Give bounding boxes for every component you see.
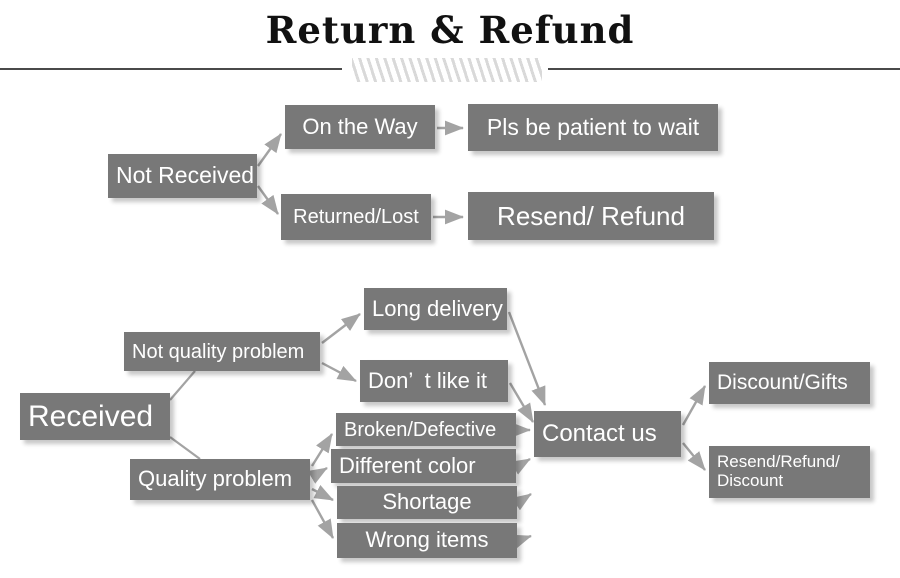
node-dont-like-it[interactable]: Don’ t like it — [360, 360, 508, 402]
page-title: Return & Refund — [265, 8, 635, 52]
divider-rule-right — [548, 68, 900, 70]
node-received[interactable]: Received — [20, 393, 170, 440]
node-not-quality-problem[interactable]: Not quality problem — [124, 332, 320, 371]
node-resend-refund-discount[interactable]: Resend/Refund/ Discount — [709, 446, 870, 498]
node-resend-refund[interactable]: Resend/ Refund — [468, 192, 714, 240]
node-wrong-items[interactable]: Wrong items — [337, 523, 517, 558]
hatched-divider-icon — [352, 58, 542, 82]
node-different-color[interactable]: Different color — [331, 449, 516, 483]
node-discount-gifts[interactable]: Discount/Gifts — [709, 362, 870, 404]
node-not-received[interactable]: Not Received — [108, 154, 257, 198]
node-on-the-way[interactable]: On the Way — [285, 105, 435, 149]
node-contact-us[interactable]: Contact us — [534, 411, 681, 457]
divider-rule-left — [0, 68, 342, 70]
node-broken-defective[interactable]: Broken/Defective — [336, 413, 516, 446]
node-returned-lost[interactable]: Returned/Lost — [281, 194, 431, 240]
header-divider — [0, 58, 900, 82]
node-pls-be-patient[interactable]: Pls be patient to wait — [468, 104, 718, 151]
node-shortage[interactable]: Shortage — [337, 486, 517, 519]
node-long-delivery[interactable]: Long delivery — [364, 288, 507, 330]
node-quality-problem[interactable]: Quality problem — [130, 459, 310, 500]
